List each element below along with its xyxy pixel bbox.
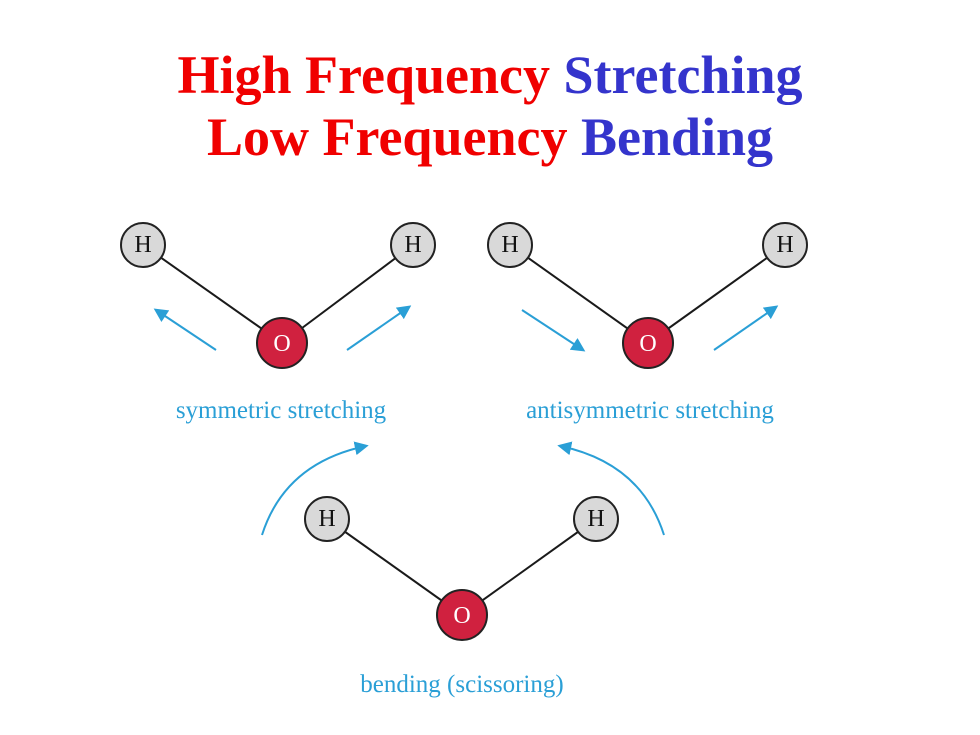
slide-title: High Frequency Stretching Low Frequency …	[0, 44, 980, 168]
oxygen-atom	[622, 317, 674, 369]
oxygen-label: O	[639, 331, 656, 357]
motion-arrow-left	[521, 309, 586, 352]
hydrogen-atom-left	[120, 222, 166, 268]
oxygen-label: O	[453, 603, 470, 629]
hydrogen-label: H	[404, 232, 421, 258]
motion-arrow-curved-right	[557, 441, 665, 536]
caption-bending-scissoring: bending (scissoring)	[360, 671, 563, 698]
caption-antisymmetric-stretching: antisymmetric stretching	[526, 397, 774, 424]
motion-arrow-right	[713, 305, 779, 351]
bond-right	[647, 244, 786, 344]
hydrogen-label: H	[318, 506, 335, 532]
motion-arrow-left	[153, 308, 217, 351]
caption-symmetric-stretching: symmetric stretching	[176, 397, 387, 424]
bond-right	[461, 518, 597, 616]
hydrogen-atom-right	[762, 222, 808, 268]
bond-left	[326, 518, 463, 616]
title-low-frequency: Low Frequency	[206, 107, 568, 167]
antisymmetric-molecule: H H O antisymmetric stretching	[487, 222, 808, 424]
oxygen-atom	[256, 317, 308, 369]
title-high-frequency: High Frequency	[177, 45, 550, 105]
bond-right	[281, 244, 414, 344]
hydrogen-atom-left	[487, 222, 533, 268]
bending-molecule: H H O bending (scissoring)	[261, 441, 665, 698]
bond-left	[509, 244, 649, 344]
hydrogen-atom-left	[304, 496, 350, 542]
bond-left	[142, 244, 283, 344]
title-line-high: High Frequency Stretching	[0, 44, 980, 106]
motion-arrow-right	[346, 305, 412, 351]
oxygen-label: O	[273, 331, 290, 357]
hydrogen-atom-right	[390, 222, 436, 268]
hydrogen-label: H	[776, 232, 793, 258]
title-bending: Bending	[580, 107, 774, 167]
title-line-low: Low Frequency Bending	[0, 106, 980, 168]
motion-arrow-curved-left	[261, 441, 369, 536]
title-stretching: Stretching	[563, 45, 803, 105]
hydrogen-label: H	[501, 232, 518, 258]
hydrogen-atom-right	[573, 496, 619, 542]
oxygen-atom	[436, 589, 488, 641]
hydrogen-label: H	[134, 232, 151, 258]
symmetric-molecule: H H O symmetric stretching	[120, 222, 436, 424]
hydrogen-label: H	[587, 506, 604, 532]
